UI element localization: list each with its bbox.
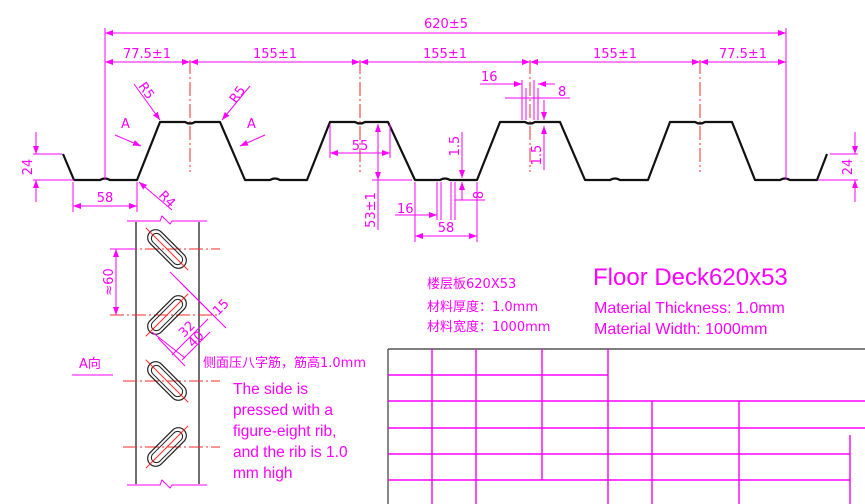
crest-centerlines [189,60,701,172]
view-a-right: A [247,117,256,132]
dim-edge-right: 77.5±1 [719,47,767,62]
dim-height: 53±1 [364,192,379,228]
dim-bottom-flat-2: 58 [438,221,455,236]
dim-radius-bottom: R4 [155,188,178,211]
slot-3 [145,359,189,403]
dim-pitch-3: 155±1 [593,47,637,62]
detail-note-cn: 侧面压八字筋，筋高1.0mm [203,355,366,371]
dim-pitch-2: 155±1 [423,47,467,62]
dim-rib-depth-top: 1.5 [530,145,545,166]
slot-1 [145,227,189,271]
middle-dimensions: 55 53±1 1.5 58 16 8 [329,124,487,242]
view-a-left: A [121,117,130,132]
dim-overall: 620±5 [424,17,468,32]
dim-rib-width-top: 16 [481,70,498,85]
left-dimensions: 24 58 R4 R5 R5 A A [21,80,266,212]
spec-cn-width: 材料宽度：1000mm [427,319,550,335]
slot-4 [145,425,189,469]
dim-rib-width-bottom: 16 [397,202,414,217]
spec-cn-thickness: 材料厚度：1.0mm [427,299,538,315]
dim-edge-left: 77.5±1 [123,47,171,62]
spec-cn-name: 楼层板620X53 [427,277,516,292]
detail-note-en: The side is pressed with a figure-eight … [233,381,352,482]
spec-en-thickness: Material Thickness: 1.0mm [594,300,785,317]
spec-en-name: Floor Deck620x53 [593,264,788,291]
spec-block: 楼层板620X53 材料厚度：1.0mm 材料宽度：1000mm Floor D… [427,264,788,338]
dim-lip-right: 24 [841,159,856,176]
dim-bottom-flat: 58 [97,191,114,206]
detail-a-view: ≈60 32 40 15 A向 侧面压八字筋，筋高1.0mm The side … [72,215,366,489]
title-block-table [387,348,865,504]
dim-radius-top-right: R5 [227,84,249,107]
dim-radius-top-left: R5 [135,80,157,103]
dim-rib-gap-bottom: 8 [472,191,487,199]
dim-top-flat: 55 [352,139,369,154]
slot-2 [145,293,189,337]
right-dimensions: 24 [818,132,858,202]
dim-pitch-1: 155±1 [253,47,297,62]
dim-rib-gap-top: 8 [558,85,566,100]
deck-profile [61,120,829,182]
top-dimensions: 620±5 77.5±1 155±1 155±1 155±1 77.5±1 [104,17,787,180]
spec-en-width: Material Width: 1000mm [594,321,767,338]
detail-a-title: A向 [79,356,101,372]
top-rib-dimensions: 16 8 1.5 [480,70,570,170]
dim-lip-left: 24 [21,159,36,176]
dim-rib-depth-bottom: 1.5 [448,136,463,157]
detail-spacing: ≈60 [102,268,117,295]
